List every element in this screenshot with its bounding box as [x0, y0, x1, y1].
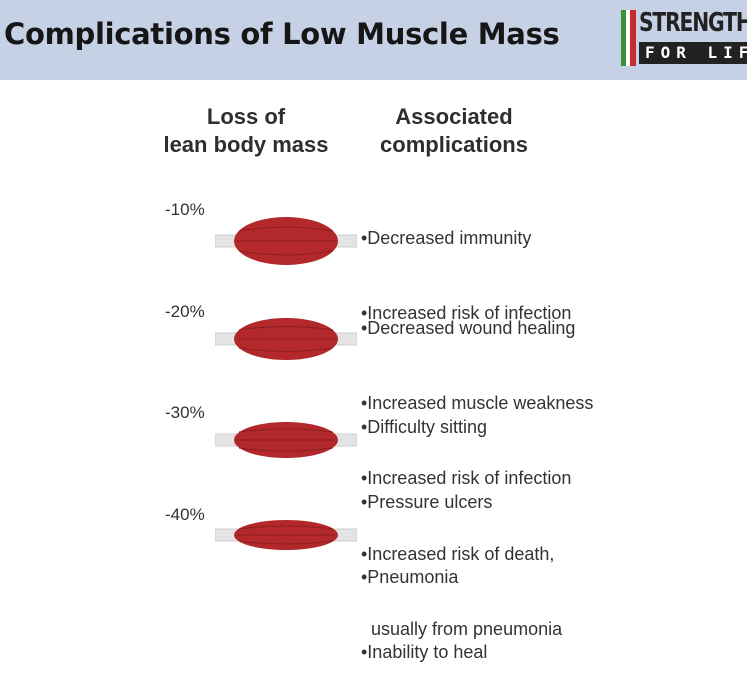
logo-text-strength: STRENGTH [639, 8, 747, 38]
complication-item: •Pressure ulcers [361, 492, 493, 512]
loss-percent-30: -30% [165, 403, 205, 422]
complications-list-10: •Decreased immunity •Increased risk of i… [361, 176, 571, 351]
logo-flag-white [626, 10, 630, 66]
header-bar: Complications of Low Muscle Mass STRENGT… [0, 0, 747, 80]
complication-item: •Difficulty sitting [361, 417, 488, 437]
logo-text-for-life: FOR LIFE [639, 42, 747, 64]
complications-list-40: •Increased risk of death, usually from p… [361, 492, 562, 667]
page-title: Complications of Low Muscle Mass [4, 17, 560, 51]
loss-percent-10: -10% [165, 200, 205, 219]
muscle-illustration-10 [215, 217, 357, 265]
logo-flag-red [630, 10, 636, 66]
complication-item: •Decreased wound healing [361, 318, 576, 338]
complication-item: usually from pneumonia [361, 619, 563, 639]
complications-list-20: •Decreased wound healing •Increased musc… [361, 266, 593, 516]
logo-flag-green [621, 10, 626, 66]
heading-line: lean body mass [163, 132, 329, 157]
complication-item: •Increased risk of infection [361, 468, 572, 488]
heading-line: Associated [395, 104, 513, 129]
complication-item: •Decreased immunity [361, 228, 532, 248]
strength-for-life-logo: STRENGTH FOR LIFE [621, 8, 747, 68]
heading-line: Loss of [206, 104, 286, 129]
heading-associated-complications: Associated complications [368, 103, 540, 159]
heading-line: complications [380, 132, 528, 157]
muscle-illustration-20 [215, 318, 357, 360]
heading-loss-of-lean-body-mass: Loss of lean body mass [150, 103, 342, 159]
loss-percent-40: -40% [165, 505, 205, 524]
muscle-illustration-30 [215, 422, 357, 458]
complication-item: •Increased muscle weakness [361, 393, 594, 413]
complication-item: •Increased risk of infection [361, 303, 572, 323]
complication-item: •Increased risk of death, [361, 544, 555, 564]
muscle-illustration-40 [215, 520, 357, 550]
loss-percent-20: -20% [165, 302, 205, 321]
